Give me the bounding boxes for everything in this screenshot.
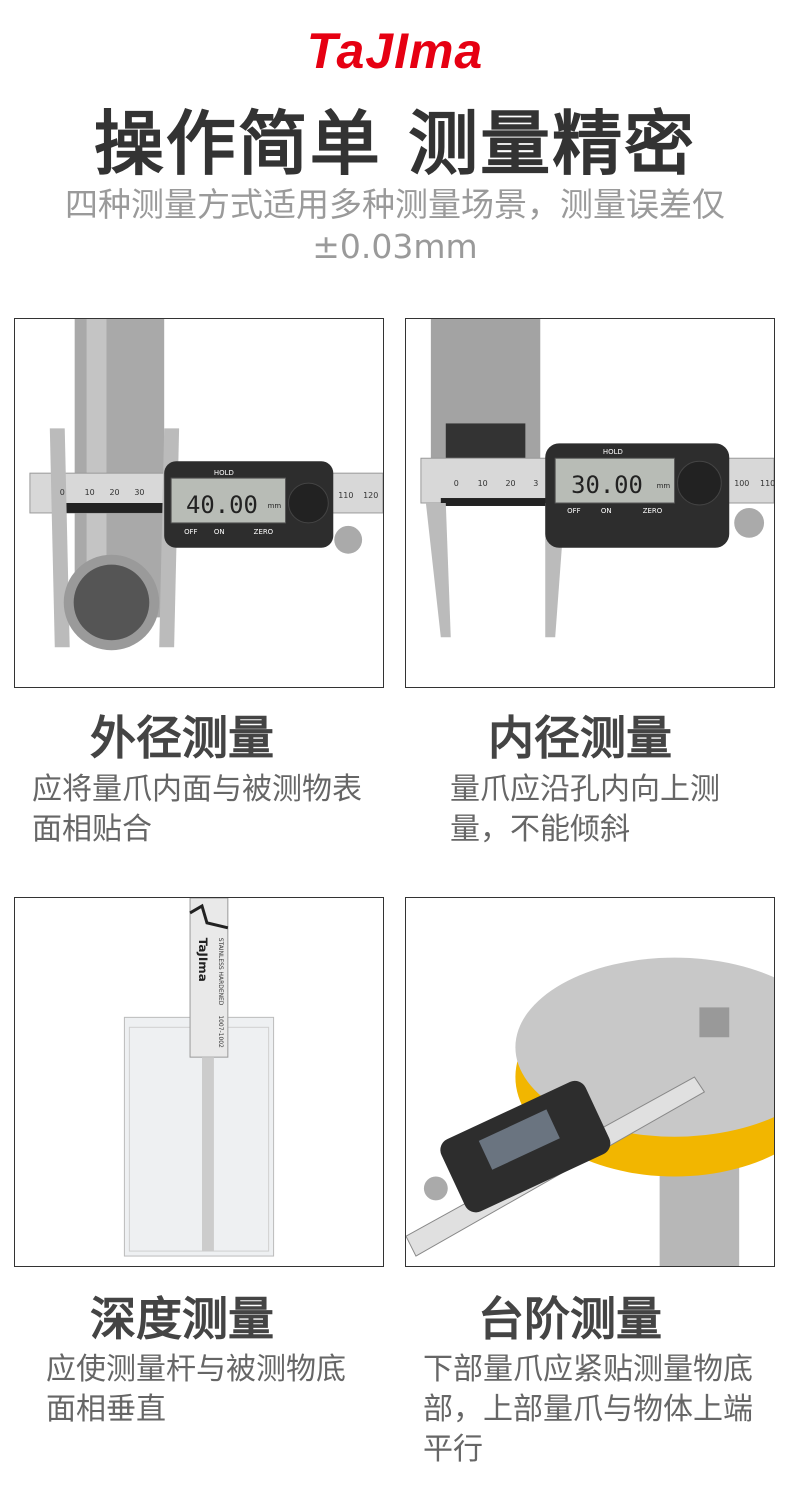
scale-label: 0 <box>60 488 65 497</box>
scale-label: 10 <box>478 479 488 488</box>
scale-label: 20 <box>109 488 119 497</box>
heading-inner-diameter: 内径测量 <box>488 711 672 765</box>
desc-depth: 应使测量杆与被测物底面相垂直 <box>46 1352 346 1427</box>
desc-outer-diameter: 应将量爪内面与被测物表面相贴合 <box>32 772 362 847</box>
page-subtitle: 四种测量方式适用多种测量场景，测量误差仅±0.03mm <box>65 185 725 266</box>
heading-step: 台阶测量 <box>478 1292 662 1346</box>
scale-label: 20 <box>505 479 515 488</box>
heading-depth: 深度测量 <box>90 1292 274 1346</box>
scale-label: 100 <box>734 479 749 488</box>
off-label: OFF <box>567 507 580 515</box>
rod-code: 1007-1002 <box>217 1015 224 1048</box>
off-label: OFF <box>184 528 197 536</box>
scale-label: 30 <box>134 488 144 497</box>
depth-image: TaJIma STAINLESS HARDENED 1007-1002 <box>14 897 384 1267</box>
desc-inner-diameter: 量爪应沿孔内向上测量，不能倾斜 <box>450 772 720 847</box>
scale-label: 110 <box>760 479 774 488</box>
step-image <box>405 897 775 1267</box>
brand-logo: TaJIma <box>306 23 484 79</box>
desc-step: 下部量爪应紧贴测量物底部，上部量爪与物体上端平行 <box>423 1352 753 1467</box>
scale-label: 0 <box>454 479 459 488</box>
hold-label: HOLD <box>603 448 623 456</box>
zero-label: ZERO <box>643 507 663 515</box>
heading-outer-diameter: 外径测量 <box>90 711 274 765</box>
on-label: ON <box>214 528 225 536</box>
lcd-unit: mm <box>657 482 671 490</box>
rod-logo: TaJIma <box>196 938 210 982</box>
lcd-unit: mm <box>268 502 282 510</box>
hold-label: HOLD <box>214 469 234 477</box>
scale-label: 3 <box>533 479 538 488</box>
scale-label: 110 <box>338 491 353 500</box>
inner-diameter-image: 30.00 mm HOLD OFF ON ZERO 0 10 20 3 100 … <box>405 318 775 688</box>
scale-label: 120 <box>363 491 378 500</box>
lcd-readout: 30.00 <box>571 471 643 499</box>
scale-label: 10 <box>85 488 95 497</box>
outer-diameter-image: 40.00 mm HOLD OFF ON ZERO 0 10 20 30 110… <box>14 318 384 688</box>
lcd-readout: 40.00 <box>186 491 258 519</box>
zero-label: ZERO <box>254 528 274 536</box>
page-title: 操作简单 测量精密 <box>93 103 697 185</box>
rod-text: STAINLESS HARDENED <box>217 938 224 1006</box>
on-label: ON <box>601 507 612 515</box>
